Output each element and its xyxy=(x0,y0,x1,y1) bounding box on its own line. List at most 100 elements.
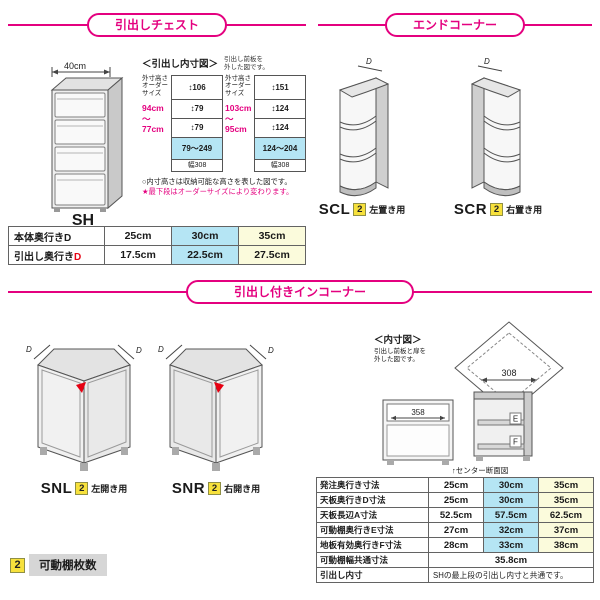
dim-cell: ↕151 xyxy=(255,76,305,100)
left-dimension-box: ↕106 ↕79 ↕79 79〜249 幅308 xyxy=(171,74,223,172)
depth-label: D xyxy=(136,346,142,355)
row-label: 天板長辺A寸法 xyxy=(316,507,429,523)
end-corner-section-header: エンドコーナー xyxy=(318,13,592,39)
cell-25cm: 25cm xyxy=(428,477,484,493)
row-label: 発注奥行き寸法 xyxy=(316,477,429,493)
table-row: 天板奥行きD寸法 25cm 30cm 35cm xyxy=(316,492,594,508)
placement-label: 左置き用 xyxy=(369,205,406,215)
dim-cell: ↕79 xyxy=(172,100,222,119)
table-row: 本体奥行きD 25cm 30cm 35cm xyxy=(8,226,306,246)
diagram-note-2: ★最下段はオーダーサイズにより変わります。 xyxy=(142,186,294,196)
table-row: 引出し奥行きD 17.5cm 22.5cm 27.5cm xyxy=(8,245,306,265)
table-row: 可動棚奥行きE寸法 27cm 32cm 37cm xyxy=(316,522,594,538)
chest-depth-table: 本体奥行きD 25cm 30cm 35cm 引出し奥行きD 17.5cm 22.… xyxy=(8,226,306,265)
table-row: 地板有効奥行きF寸法 28cm 33cm 38cm xyxy=(316,537,594,553)
scr-illustration: D xyxy=(470,57,522,197)
left-order-size-label: 外寸高さ オーダー サイズ 94cm 〜 77cm xyxy=(142,75,171,172)
corner-plan-view: 308 xyxy=(454,321,564,415)
dim-cell: ↕79 xyxy=(172,119,222,138)
in-corner-section-header: 引出し付きインコーナー xyxy=(8,280,592,306)
row-label-text: 本体奥行き xyxy=(14,232,64,244)
cell-30cm: 30cm xyxy=(171,226,239,246)
cell-30cm: 57.5cm xyxy=(483,507,539,523)
diagram-note-1: ○内寸高さは収納可能な高さを表した図です。 xyxy=(142,176,292,186)
row-label-text: 引出し奥行き xyxy=(14,251,74,263)
model-name: SNL xyxy=(40,480,73,497)
depth-label: D xyxy=(26,345,32,354)
cell-common-width: 35.8cm xyxy=(428,552,594,568)
dim-cell: ↕106 xyxy=(172,76,222,100)
cell-35cm: 62.5cm xyxy=(538,507,594,523)
row-label: 引出し奥行きD xyxy=(8,245,105,265)
dim-cell-highlight: 124〜204 xyxy=(255,137,305,160)
table-row: 天板長辺A寸法 52.5cm 57.5cm 62.5cm xyxy=(316,507,594,523)
snl-figure: D D SNL 2 左開き用 xyxy=(20,325,148,497)
drawer-width-value: 358 xyxy=(411,408,425,417)
opening-label: 左開き用 xyxy=(91,484,128,494)
shelf-count-badge: 2 xyxy=(208,482,222,495)
cell-25cm: 25cm xyxy=(104,226,172,246)
depth-label: D xyxy=(158,345,164,354)
incorner-diagram-note: 引出し前板と扉を 外した図です。 xyxy=(374,348,426,364)
cell-35cm: 38cm xyxy=(538,537,594,553)
dim-cell: ↕124 xyxy=(255,119,305,138)
scl-figure: D SCL 2 左置き用 xyxy=(312,56,412,218)
model-name: SNR xyxy=(171,480,206,497)
row-label: 地板有効奥行きF寸法 xyxy=(316,537,429,553)
cell-25cm: 52.5cm xyxy=(428,507,484,523)
cell-30cm: 32cm xyxy=(483,522,539,538)
cell-25cm: 17.5cm xyxy=(104,245,172,265)
dim-cell: ↕124 xyxy=(255,100,305,119)
snr-figure: D D SNR 2 右開き用 xyxy=(152,325,280,497)
depth-label: D xyxy=(366,57,372,66)
snr-illustration: D D xyxy=(158,344,274,471)
shelf-count-legend: 2 可動棚枚数 xyxy=(10,554,107,576)
shelf-count-badge: 2 xyxy=(490,203,504,216)
right-dimension-box: ↕151 ↕124 ↕124 124〜204 幅308 xyxy=(254,74,306,172)
cell-30cm: 30cm xyxy=(483,492,539,508)
row-label: 可動棚幅共通寸法 xyxy=(316,552,429,568)
cell-25cm: 27cm xyxy=(428,522,484,538)
table-row: 可動棚幅共通寸法 35.8cm xyxy=(316,552,594,568)
model-name: SCR xyxy=(453,201,488,218)
legend-label: 可動棚枚数 xyxy=(29,554,107,576)
cell-35cm: 35cm xyxy=(538,492,594,508)
shelf-count-badge: 2 xyxy=(353,203,367,216)
cell-30cm: 22.5cm xyxy=(171,245,239,265)
table-row: 発注奥行き寸法 25cm 30cm 35cm xyxy=(316,477,594,493)
cell-35cm: 35cm xyxy=(238,226,306,246)
dim-width-label: 幅308 xyxy=(270,162,290,170)
plan-width-value: 308 xyxy=(501,368,516,378)
chest-section-header: 引出しチェスト xyxy=(8,13,306,39)
end-corner-section-title: エンドコーナー xyxy=(384,13,526,37)
chest-model-label: SH xyxy=(71,212,95,229)
scr-figure: D SCR 2 右置き用 xyxy=(448,56,548,218)
right-order-size-label: 外寸高さ オーダー サイズ 103cm 〜 95cm xyxy=(225,75,254,172)
cell-25cm: 28cm xyxy=(428,537,484,553)
dim-letter: D xyxy=(64,232,72,244)
cell-35cm: 27.5cm xyxy=(238,245,306,265)
right-height-range: 103cm 〜 95cm xyxy=(225,102,252,135)
inner-diagram-note: 引出し前板を 外した図です。 xyxy=(224,56,269,71)
order-size-caption: 外寸高さ オーダー サイズ xyxy=(142,74,168,98)
row-label: 天板奥行きD寸法 xyxy=(316,492,429,508)
row-label: 本体奥行きD xyxy=(8,226,105,246)
inner-diagram-title: ＜引出し内寸図＞ xyxy=(142,59,219,70)
panel-e-label: E xyxy=(513,415,518,424)
shelf-count-badge: 2 xyxy=(10,557,25,573)
model-name: SCL xyxy=(318,201,351,218)
cell-30cm: 30cm xyxy=(483,477,539,493)
order-size-caption: 外寸高さ オーダー サイズ xyxy=(225,74,251,98)
row-label: 引出し内寸 xyxy=(316,567,429,583)
depth-label: D xyxy=(484,57,490,66)
row-label: 可動棚奥行きE寸法 xyxy=(316,522,429,538)
cell-35cm: 37cm xyxy=(538,522,594,538)
dim-width-label: 幅308 xyxy=(187,162,207,170)
cell-30cm: 33cm xyxy=(483,537,539,553)
chest-illustration: 40cm xyxy=(50,61,124,212)
chest-section-title: 引出しチェスト xyxy=(86,13,228,37)
cell-drawer-note: SHの最上段の引出し内寸と共通です。 xyxy=(428,567,594,583)
corner-front-view: 358 xyxy=(382,399,454,465)
table-row: 引出し内寸 SHの最上段の引出し内寸と共通です。 xyxy=(316,567,594,583)
depth-label: D xyxy=(268,346,274,355)
